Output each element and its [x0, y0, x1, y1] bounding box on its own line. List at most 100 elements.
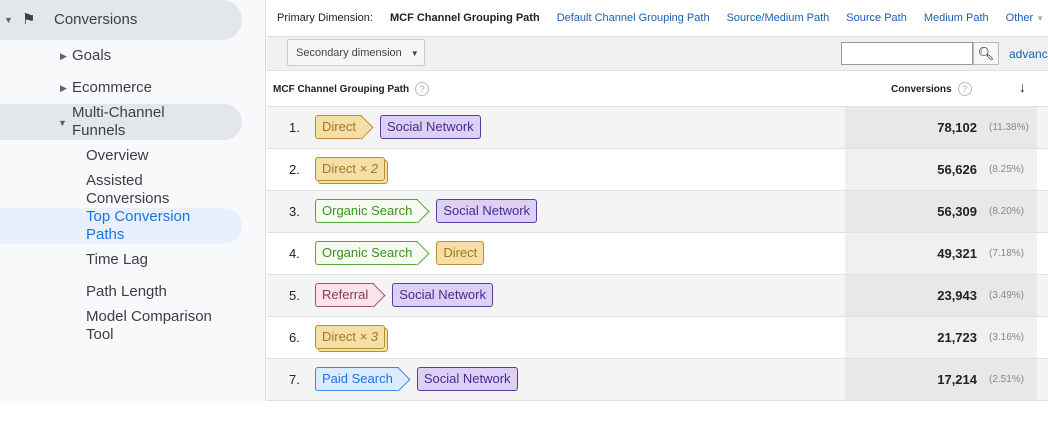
conversions-percent: (3.49%)	[989, 290, 1025, 301]
divider	[267, 400, 1048, 442]
tab-mcf-channel-grouping-path[interactable]: MCF Channel Grouping Path	[389, 12, 540, 24]
advanced-link[interactable]: advanc	[1009, 47, 1048, 61]
channel-chip-organic: Organic Search	[315, 199, 419, 223]
conversions-value: 17,214	[937, 372, 977, 387]
search-icon: 🔍︎	[977, 46, 995, 61]
primary-dimension-label: Primary Dimension:	[277, 12, 373, 24]
conversions-percent: (7.18%)	[989, 248, 1025, 259]
tab-default-channel-grouping-path[interactable]: Default Channel Grouping Path	[556, 12, 710, 24]
help-icon[interactable]: ?	[415, 82, 430, 96]
table-row[interactable]: 1. Direct Social Network 78,102 (11.38%)	[267, 106, 1048, 148]
channel-chip-social: Social Network	[416, 367, 518, 391]
column-header-path[interactable]: MCF Channel Grouping Path?	[273, 82, 430, 96]
sidebar-label-top-paths: Top Conversion Paths	[86, 208, 191, 243]
dropdown-arrow-icon: ▼	[1036, 13, 1045, 23]
search-input[interactable]	[841, 42, 973, 65]
table-row[interactable]: 2. Direct × 2 56,626 (8.25%)	[267, 148, 1048, 190]
sidebar-item-goals[interactable]: Goals	[72, 47, 112, 64]
row-index: 3.	[289, 204, 300, 219]
table-row[interactable]: 3. Organic Search Social Network 56,309 (8.…	[267, 190, 1048, 232]
conversions-cell	[845, 317, 1037, 358]
channel-chip-paid: Paid Search	[315, 367, 399, 391]
channel-path: Direct × 3	[315, 325, 386, 349]
table-row[interactable]: 6. Direct × 3 21,723 (3.16%)	[267, 316, 1048, 358]
channel-chip-social: Social Network	[436, 199, 538, 223]
secondary-dimension-dropdown[interactable]: Secondary dimension ▼	[287, 39, 425, 66]
column-header-path-label: MCF Channel Grouping Path	[273, 84, 410, 95]
search-button[interactable]: 🔍︎	[973, 42, 999, 65]
sidebar: ▼ ⚑ Conversions ▶ Goals ▶ Ecommerce ▼ Mu…	[0, 0, 266, 401]
conversions-value: 23,943	[937, 288, 977, 303]
sidebar-label-conversions: Conversions	[54, 11, 138, 28]
caret-right-icon: ▶	[60, 83, 67, 93]
channel-path: Organic Search Direct	[315, 241, 485, 265]
channel-chip-direct: Direct × 3	[315, 325, 386, 349]
tab-other[interactable]: Other	[1005, 12, 1034, 24]
channel-chip-direct: Direct	[436, 241, 485, 265]
table-row[interactable]: 4. Organic Search Direct 49,321 (7.18%)	[267, 232, 1048, 274]
sidebar-item-mcf[interactable]	[0, 104, 242, 140]
column-header-conversions-label: Conversions	[891, 84, 952, 95]
channel-chip-social: Social Network	[379, 115, 481, 139]
conversions-cell	[845, 191, 1037, 232]
channel-path: Organic Search Social Network	[315, 199, 538, 223]
row-index: 4.	[289, 246, 300, 261]
toolbar: Secondary dimension ▼ 🔍︎ advanc	[267, 36, 1048, 71]
row-index: 5.	[289, 288, 300, 303]
conversions-percent: (2.51%)	[989, 374, 1025, 385]
conversions-cell	[845, 359, 1037, 400]
table-row[interactable]: 5. Referral Social Network 23,943 (3.49%)	[267, 274, 1048, 316]
primary-dimension-tabs: Primary Dimension: MCF Channel Grouping …	[267, 0, 1048, 36]
main-content: Primary Dimension: MCF Channel Grouping …	[267, 0, 1048, 401]
sidebar-item-overview[interactable]: Overview	[86, 147, 149, 164]
conversions-value: 21,723	[937, 330, 977, 345]
flag-icon: ⚑	[22, 11, 36, 28]
conversions-cell	[845, 275, 1037, 316]
row-index: 7.	[289, 372, 300, 387]
sort-descending-icon[interactable]: ↓	[1019, 79, 1026, 95]
conversions-percent: (3.16%)	[989, 332, 1025, 343]
channel-chip-organic: Organic Search	[315, 241, 419, 265]
caret-down-icon: ▼	[4, 15, 13, 25]
row-index: 6.	[289, 330, 300, 345]
channel-chip-direct: Direct	[315, 115, 362, 139]
table-row[interactable]: 7. Paid Search Social Network 17,214 (2.51%…	[267, 358, 1048, 400]
channel-chip-referral: Referral	[315, 283, 375, 307]
channel-chip-direct: Direct × 2	[315, 157, 386, 181]
channel-path: Direct × 2	[315, 157, 386, 181]
caret-right-icon: ▶	[60, 51, 67, 61]
conversions-cell	[845, 107, 1037, 148]
secondary-dimension-label: Secondary dimension	[296, 47, 402, 59]
row-index: 1.	[289, 120, 300, 135]
conversions-percent: (8.25%)	[989, 164, 1025, 175]
conversions-percent: (8.20%)	[989, 206, 1025, 217]
dropdown-arrow-icon: ▼	[410, 49, 419, 58]
conversions-value: 56,626	[937, 162, 977, 177]
sidebar-item-path-length[interactable]: Path Length	[86, 283, 167, 300]
caret-down-icon: ▼	[58, 118, 67, 128]
conversions-value: 49,321	[937, 246, 977, 261]
tab-source-path[interactable]: Source Path	[846, 12, 907, 24]
tab-medium-path[interactable]: Medium Path	[923, 12, 989, 24]
table-header: MCF Channel Grouping Path? Conversions? …	[267, 71, 1048, 106]
conversions-cell	[845, 233, 1037, 274]
sidebar-item-assisted-conversions[interactable]: Assisted Conversions	[86, 172, 170, 207]
conversions-cell	[845, 149, 1037, 190]
sidebar-item-ecommerce[interactable]: Ecommerce	[72, 79, 153, 96]
sidebar-item-model-comparison[interactable]: Model Comparison Tool	[86, 308, 212, 343]
channel-path: Referral Social Network	[315, 283, 493, 307]
conversions-value: 78,102	[937, 120, 977, 135]
conversions-percent: (11.38%)	[989, 122, 1029, 133]
help-icon[interactable]: ?	[957, 82, 972, 96]
sidebar-item-top-conversion-paths[interactable]	[0, 208, 242, 244]
sidebar-item-conversions[interactable]	[0, 0, 242, 40]
sidebar-item-time-lag[interactable]: Time Lag	[86, 251, 148, 268]
channel-path: Direct Social Network	[315, 115, 481, 139]
channel-chip-social: Social Network	[392, 283, 493, 307]
row-index: 2.	[289, 162, 300, 177]
channel-path: Paid Search Social Network	[315, 367, 518, 391]
column-header-conversions[interactable]: Conversions?	[891, 82, 972, 96]
tab-source-medium-path[interactable]: Source/Medium Path	[726, 12, 830, 24]
sidebar-label-mcf: Multi-Channel Funnels	[72, 104, 165, 139]
conversions-value: 56,309	[937, 204, 977, 219]
